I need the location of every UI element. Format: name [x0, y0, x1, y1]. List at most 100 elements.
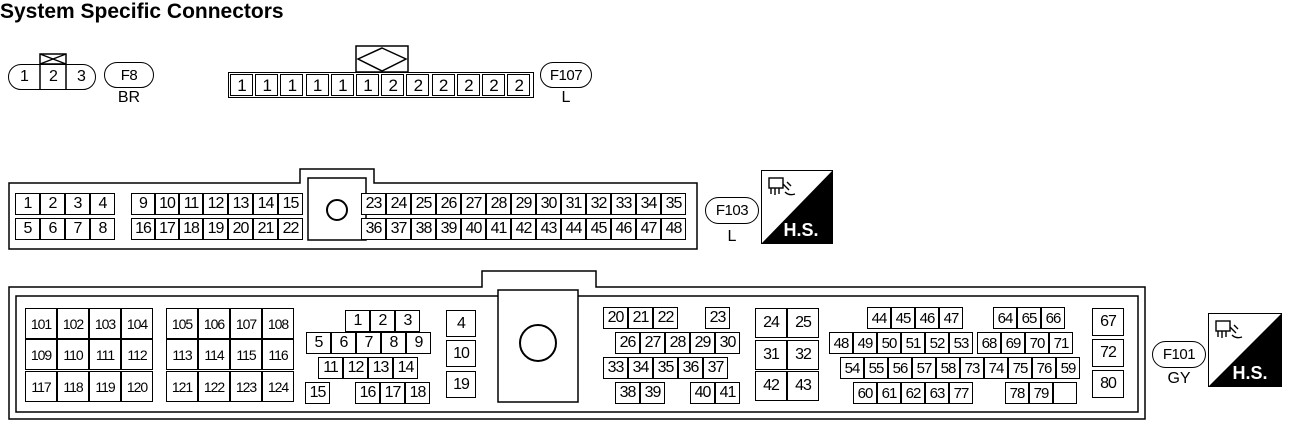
pin-cell: 21: [253, 218, 278, 240]
pin-cell: 2: [406, 74, 430, 96]
pin-cell: 56: [888, 357, 912, 379]
pin-cell: 54: [840, 357, 864, 379]
pin-cell: 2: [370, 310, 395, 332]
pin-cell: 2: [456, 74, 480, 96]
pin-cell: 62: [901, 382, 925, 404]
pin-cell: 37: [386, 218, 411, 240]
pin-cell: 45: [586, 218, 611, 240]
pin-cell: 14: [393, 357, 418, 379]
pin-cell: 47: [939, 307, 963, 329]
pin-cell: 73: [960, 357, 984, 379]
pin-cell: 1: [330, 74, 354, 96]
pin-cell: 10: [446, 340, 476, 367]
pin-cell: 5: [15, 218, 40, 240]
pin-cell: 26: [615, 332, 640, 354]
pin-cell: 2: [482, 74, 505, 96]
pin-cell: 20: [228, 218, 253, 240]
pin-cell: 42: [755, 371, 787, 401]
pin-cell: 44: [867, 307, 891, 329]
pin-cell: 51: [901, 332, 925, 354]
connector-id-f8: F8: [104, 62, 154, 88]
pin-cell: 29: [511, 193, 536, 215]
pin-cell: 8: [90, 218, 115, 240]
pin-cell: 41: [715, 382, 740, 404]
pin-cell: 3: [65, 193, 90, 215]
pin-cell: 36: [678, 357, 703, 379]
pin-cell: 6: [40, 218, 65, 240]
pin-cell: 33: [611, 193, 636, 215]
pin-cell: 28: [486, 193, 511, 215]
connector-color-f103: L: [727, 228, 737, 245]
pin-cell: 3: [395, 310, 420, 332]
pin-cell: 121: [166, 371, 198, 402]
pin-cell: 114: [198, 339, 230, 370]
pin-cell: 64: [993, 307, 1017, 329]
pin-cell: 19: [446, 371, 476, 398]
pin-divider: [36, 52, 72, 97]
pin-cell: 118: [57, 371, 89, 402]
pin-cell: 124: [262, 371, 294, 402]
pin-cell: 31: [755, 340, 787, 370]
pin-cell: 2: [381, 74, 405, 96]
pin-cell: 9: [406, 332, 431, 354]
pin-cell: 21: [628, 307, 653, 329]
pin-cell: [1053, 382, 1077, 404]
pin-cell: 37: [703, 357, 728, 379]
pin-cell: 40: [461, 218, 486, 240]
pin-cell: 24: [386, 193, 411, 215]
pin-cell: 34: [628, 357, 653, 379]
pin-cell: 45: [891, 307, 915, 329]
pin-cell: 23: [361, 193, 386, 215]
pin-cell: 19: [203, 218, 228, 240]
pin-cell: 38: [411, 218, 436, 240]
pin-cell: 110: [57, 339, 89, 370]
pin-cell: 122: [198, 371, 230, 402]
pin-cell: 80: [1092, 370, 1124, 398]
pin-cell: 1: [230, 74, 253, 96]
pin-cell: 1: [345, 310, 370, 332]
pin-cell: 44: [561, 218, 586, 240]
pin-cell: 28: [665, 332, 690, 354]
pin-cell: 16: [131, 218, 155, 240]
pin-cell: 71: [1049, 332, 1073, 354]
pin-cell: 42: [511, 218, 536, 240]
pin-cell: 39: [436, 218, 461, 240]
pin-cell: 7: [356, 332, 381, 354]
connector-key: [354, 44, 410, 79]
pin-cell: 40: [690, 382, 715, 404]
pin-cell: 13: [368, 357, 393, 379]
pin-cell: 2: [431, 74, 455, 96]
pin-cell: 2: [49, 68, 58, 85]
pin-cell: 43: [787, 371, 819, 401]
pin-cell: 7: [65, 218, 90, 240]
pin-cell: 12: [343, 357, 368, 379]
pin-cell: 74: [984, 357, 1008, 379]
pin-cell: 17: [155, 218, 179, 240]
pin-cell: 18: [405, 382, 430, 404]
pin-cell: 18: [179, 218, 203, 240]
pin-cell: 60: [853, 382, 877, 404]
pin-cell: 59: [1056, 357, 1080, 379]
pin-cell: 77: [949, 382, 973, 404]
pin-cell: 11: [179, 193, 203, 215]
pin-cell: 112: [121, 339, 153, 370]
pin-cell: 63: [925, 382, 949, 404]
pin-cell: 53: [949, 332, 973, 354]
harness-side-icon: H.S.: [761, 170, 833, 244]
pin-cell: 1: [255, 74, 279, 96]
pin-cell: 26: [436, 193, 461, 215]
pin-cell: 101: [25, 308, 57, 339]
pin-cell: 35: [653, 357, 678, 379]
pin-cell: 41: [486, 218, 511, 240]
badge-text-f101: H.S.: [1232, 363, 1267, 383]
pin-cell: 72: [1092, 339, 1124, 367]
connector-id-f103: F103: [705, 197, 759, 224]
pin-cell: 43: [536, 218, 561, 240]
pin-cell: 57: [912, 357, 936, 379]
connector-color-f101: GY: [1167, 370, 1191, 387]
pin-cell: 115: [230, 339, 262, 370]
pin-cell: 1: [356, 74, 379, 96]
pin-cell: 50: [877, 332, 901, 354]
pin-cell: 1: [305, 74, 329, 96]
pin-cell: 29: [690, 332, 715, 354]
